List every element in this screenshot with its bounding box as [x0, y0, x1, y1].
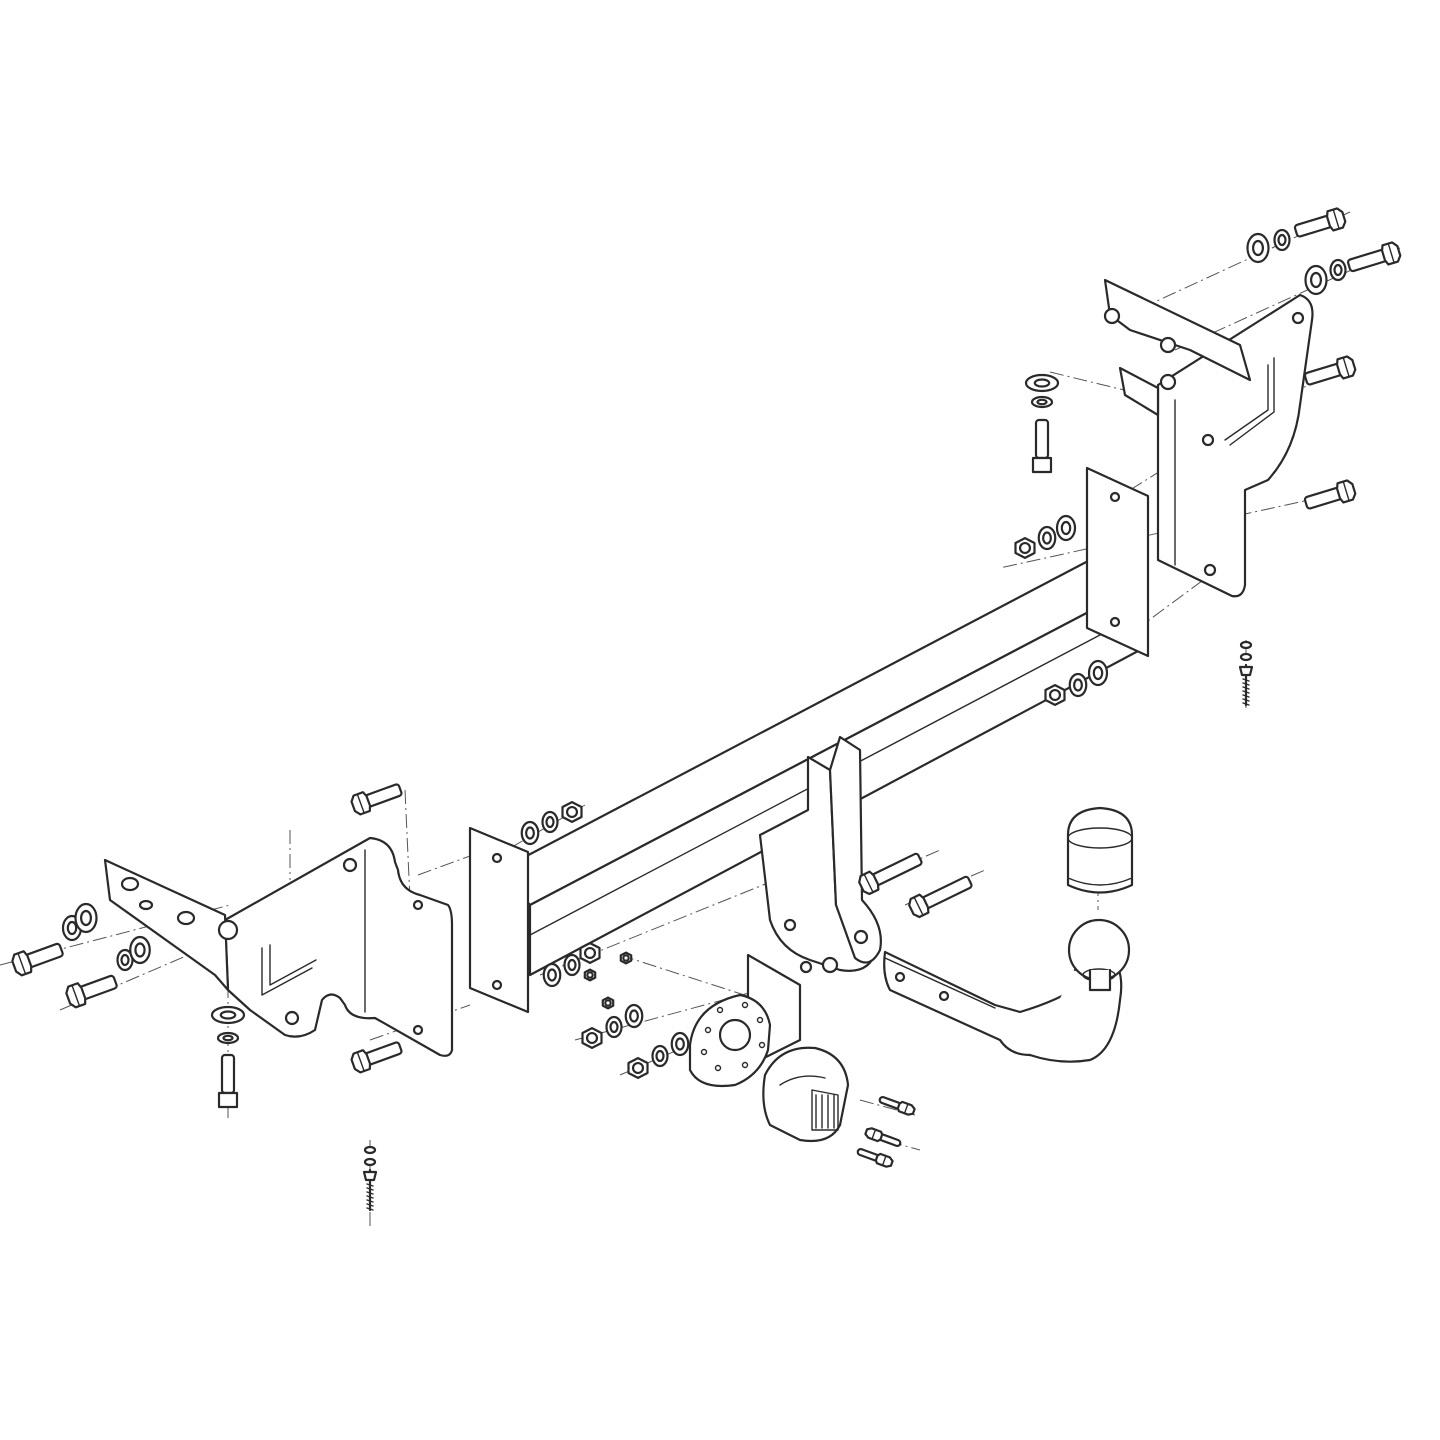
hex-nut: [619, 951, 633, 965]
washer: [520, 820, 540, 846]
stud: [362, 1145, 378, 1212]
washer: [1304, 264, 1328, 296]
hex-bolt: [908, 875, 973, 919]
washer: [1024, 373, 1060, 393]
hex-nut: [1014, 536, 1036, 560]
washer: [210, 1005, 246, 1025]
hex-nut: [561, 800, 583, 824]
hex-bolt: [1293, 207, 1347, 238]
stud: [1238, 640, 1254, 707]
washer: [541, 810, 559, 834]
hex-nut: [1044, 683, 1066, 707]
studs: [217, 418, 1254, 1212]
washer: [129, 935, 151, 965]
hanger-plates: [758, 735, 882, 974]
electrical-socket: [762, 1046, 850, 1143]
washer: [1087, 659, 1109, 687]
washer: [1246, 232, 1270, 264]
hex-bolts: [11, 207, 1402, 1168]
hex-nut: [583, 968, 597, 982]
hex-bolt: [856, 1147, 894, 1168]
stud: [217, 1053, 239, 1109]
hex-bolt: [350, 1041, 403, 1074]
washer: [1273, 228, 1291, 252]
washer: [651, 1044, 669, 1068]
hex-nut: [601, 996, 615, 1010]
washer: [624, 1003, 644, 1029]
hex-bolt: [1303, 355, 1357, 386]
washer: [1329, 258, 1347, 282]
hex-nut: [627, 1056, 649, 1080]
washers: [61, 228, 1347, 1068]
washer: [74, 902, 98, 934]
washer: [563, 953, 581, 977]
tow-ball-cap: [1066, 806, 1134, 894]
hex-bolt: [858, 852, 923, 896]
washer: [1068, 672, 1088, 698]
hex-nuts: [561, 536, 1066, 1080]
washer: [1037, 525, 1057, 551]
socket-plate: [688, 953, 802, 1088]
left-mounting-bracket: [103, 836, 454, 1057]
washer: [1055, 514, 1077, 542]
washer: [1030, 395, 1054, 409]
washer: [605, 1015, 623, 1039]
stud: [1031, 418, 1053, 474]
hex-bolt: [350, 783, 403, 816]
hex-bolt: [1303, 479, 1357, 510]
washer: [670, 1031, 690, 1057]
tow-ball-arm: [883, 918, 1131, 1063]
hex-nut: [579, 941, 601, 965]
hex-nut: [581, 1026, 603, 1050]
washer: [542, 962, 562, 988]
washer: [216, 1031, 240, 1045]
right-mounting-bracket: [1103, 278, 1314, 598]
hex-bolt: [65, 974, 118, 1009]
washer: [116, 948, 134, 972]
hex-bolt: [1346, 241, 1402, 273]
hex-bolt: [864, 1127, 902, 1148]
hex-bolt: [11, 942, 64, 977]
hex-bolt: [878, 1095, 916, 1116]
